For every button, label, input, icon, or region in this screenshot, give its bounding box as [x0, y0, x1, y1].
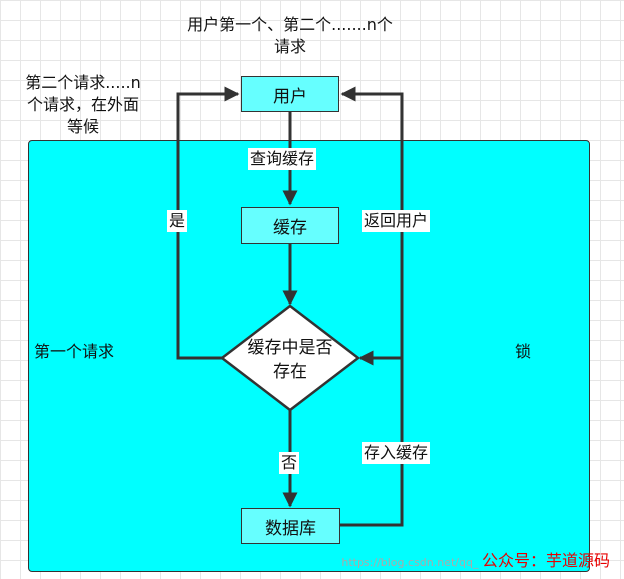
top-note-line: 用户第一个、第二个.......n个 [187, 15, 393, 34]
watermark: https://blog.csdn.net/qq_ 公众号：芋道源码 [341, 547, 610, 571]
top-note-line: 请求 [273, 37, 306, 56]
node-cache-label: 缓存 [273, 218, 307, 238]
region-left-label: 第一个请求 [34, 342, 115, 361]
left-note-line: 第二个请求.....n [25, 73, 141, 92]
left-note: 第二个请求.....n 个请求，在外面 等候 [8, 72, 158, 138]
watermark-url: https://blog.csdn.net/qq_ [341, 556, 479, 569]
edge-label-return-user: 返回用户 [362, 210, 431, 232]
edge-label-query-cache: 查询缓存 [248, 148, 317, 170]
left-note-line: 等候 [66, 117, 99, 136]
edge-label-store-cache: 存入缓存 [362, 442, 431, 464]
node-user-label: 用户 [273, 86, 307, 107]
top-note: 用户第一个、第二个.......n个 请求 [160, 14, 420, 58]
decision-line: 缓存中是否 [247, 338, 333, 358]
edge-db-to-user [340, 86, 404, 527]
edge-label-no: 否 [279, 452, 300, 474]
region-right-label: 锁 [514, 342, 531, 361]
node-database: 数据库 [241, 508, 340, 544]
watermark-accent: 公众号：芋道源码 [481, 551, 610, 570]
decision-diamond [219, 304, 361, 412]
edge-label-yes: 是 [167, 210, 188, 232]
node-user: 用户 [241, 76, 339, 112]
left-note-line: 个请求，在外面 [26, 95, 139, 114]
node-cache: 缓存 [241, 207, 339, 244]
decision-line: 存在 [273, 362, 307, 382]
node-decision-label: 缓存中是否 存在 [222, 336, 358, 384]
node-database-label: 数据库 [265, 518, 316, 539]
